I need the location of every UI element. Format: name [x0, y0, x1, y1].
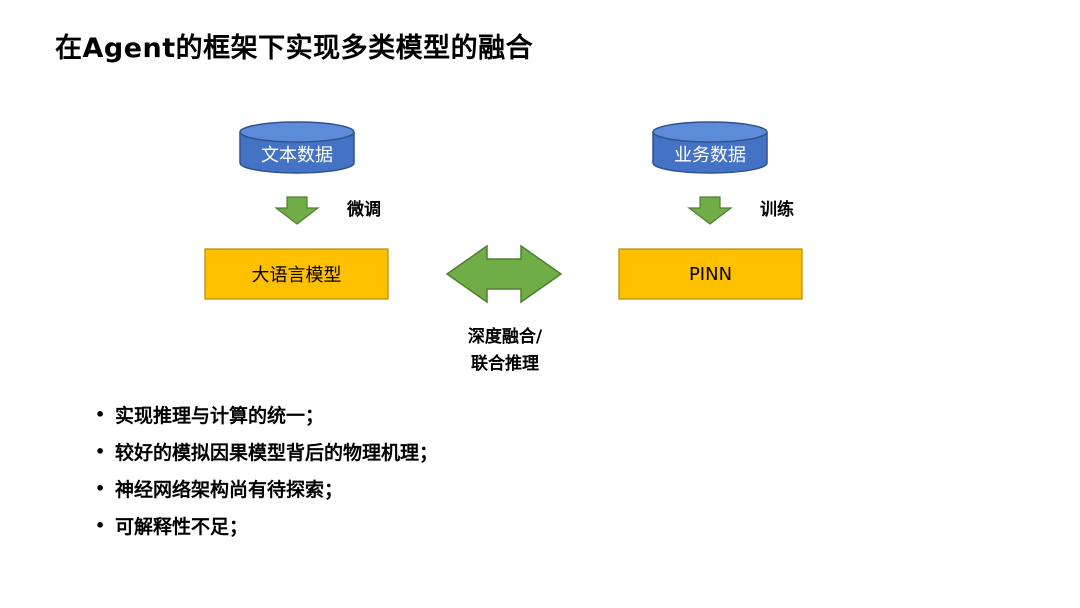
business-data-cylinder: [652, 121, 768, 174]
fusion-label: 深度融合/ 联合推理: [430, 324, 580, 378]
bullet-list: • 实现推理与计算的统一； • 较好的模拟因果模型背后的物理机理； • 神经网络…: [95, 396, 438, 544]
bullet-marker: •: [95, 479, 106, 498]
business-data-label: 业务数据: [674, 145, 746, 166]
llm-label: 大语言模型: [251, 265, 342, 286]
text-data-label: 文本数据: [261, 145, 333, 166]
pinn-box: [618, 248, 803, 300]
bullet-marker: •: [95, 405, 106, 424]
train-down-arrow: [687, 196, 733, 225]
bullet-text: 可解释性不足；: [115, 516, 249, 538]
bullet-marker: •: [95, 516, 106, 535]
finetune-down-arrow: [274, 196, 320, 225]
bullet-item: • 可解释性不足；: [95, 507, 438, 544]
finetune-label: 微调: [347, 200, 381, 220]
bullet-marker: •: [95, 442, 106, 461]
bullet-item: • 较好的模拟因果模型背后的物理机理；: [95, 433, 438, 470]
llm-box: [204, 248, 389, 300]
bullet-text: 较好的模拟因果模型背后的物理机理；: [115, 442, 439, 464]
fusion-label-line1: 深度融合/: [467, 327, 543, 347]
pinn-label: PINN: [688, 263, 733, 285]
bullet-item: • 神经网络架构尚有待探索；: [95, 470, 438, 507]
train-label: 训练: [760, 200, 794, 220]
fusion-label-line2: 联合推理: [471, 354, 539, 374]
bullet-text: 实现推理与计算的统一；: [115, 405, 325, 427]
bullet-item: • 实现推理与计算的统一；: [95, 396, 438, 433]
page-title: 在Agent的框架下实现多类模型的融合: [55, 33, 534, 64]
fusion-double-arrow: [445, 244, 563, 304]
text-data-cylinder: [239, 121, 355, 174]
bullet-text: 神经网络架构尚有待探索；: [115, 479, 344, 501]
